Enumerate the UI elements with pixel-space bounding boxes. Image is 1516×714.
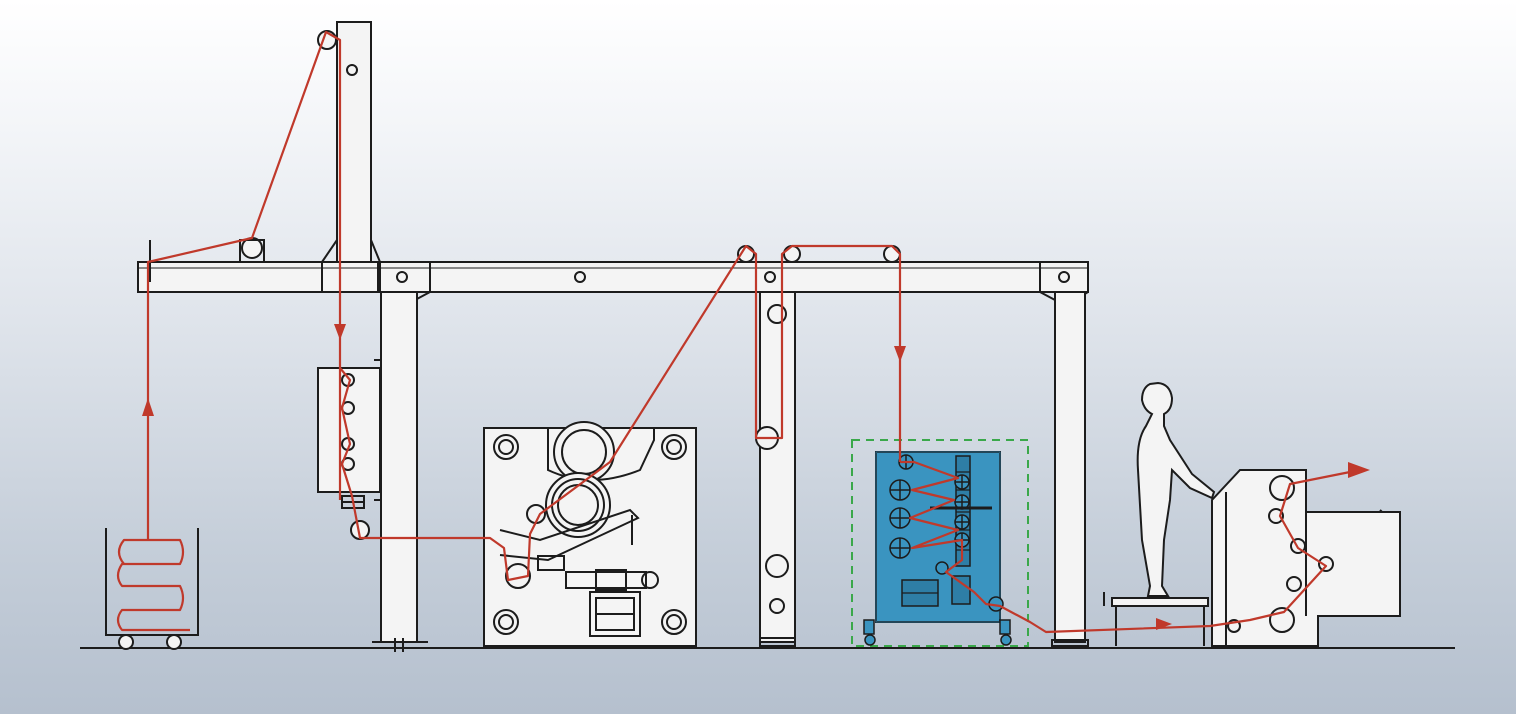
feed-bin-wheel-left xyxy=(118,634,134,650)
highlighted-treatment-unit xyxy=(851,439,1029,647)
flow-arrow-down-1 xyxy=(334,324,346,340)
accumulator-top-roller-3 xyxy=(883,245,901,263)
material-web-path xyxy=(116,30,1370,634)
feed-bin xyxy=(105,528,199,650)
overhead-frame xyxy=(137,261,1089,652)
flow-arrow-down-2 xyxy=(894,346,906,362)
highlight-dashed-border xyxy=(851,439,1029,647)
flow-arrow-right xyxy=(1156,618,1172,630)
tall-guide-tower xyxy=(140,21,381,282)
accumulator-top-roller-2 xyxy=(783,245,801,263)
winder-unit xyxy=(1211,469,1401,647)
dancer-guide-box xyxy=(317,359,381,540)
flow-arrow-up xyxy=(142,398,154,416)
vertical-accumulator xyxy=(737,245,901,647)
feed-bin-wheel-right xyxy=(166,634,182,650)
operator-figure xyxy=(1103,381,1216,646)
calender-unit xyxy=(483,421,697,647)
operator-platform xyxy=(1111,597,1209,607)
flow-arrow-exit xyxy=(1348,462,1370,478)
